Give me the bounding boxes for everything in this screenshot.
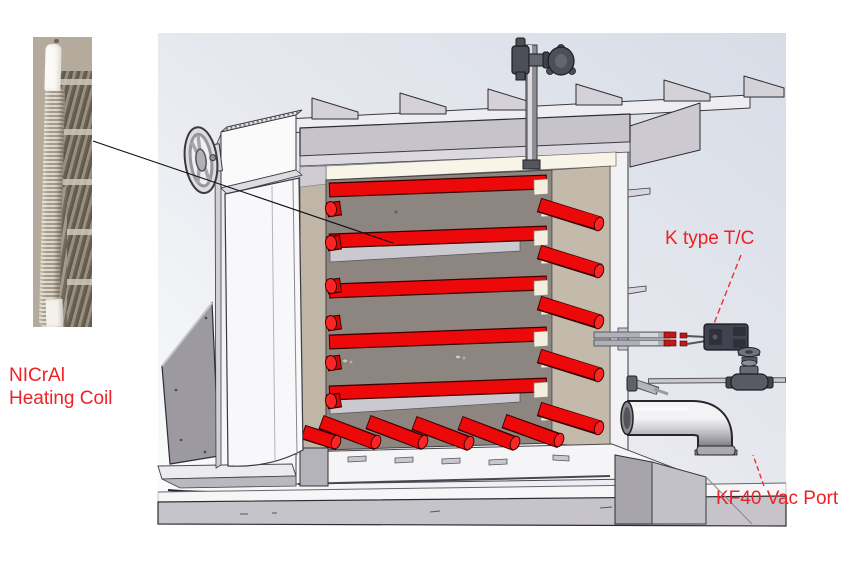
bottom-heater-rods — [300, 413, 565, 452]
furnace-base — [157, 443, 787, 527]
thermocouple-assembly — [593, 323, 787, 396]
left-rod-stubs — [324, 200, 343, 410]
kf40-flange — [696, 445, 736, 456]
chamber-left-wall — [299, 165, 327, 451]
door-handwheel — [183, 126, 223, 194]
top-rail-assembly — [285, 75, 785, 473]
top-feedthrough — [511, 37, 576, 170]
top-valve — [511, 37, 576, 81]
hinge-block — [299, 447, 329, 487]
vacuum-elbow — [620, 400, 738, 456]
tc-probe-sheath — [593, 331, 671, 339]
tc-connector — [703, 323, 749, 351]
long-heater-rods — [328, 174, 548, 401]
leader-thermocouple — [712, 254, 742, 327]
label-k-type-tc: K type T/C — [665, 228, 755, 249]
ceramic-insulator — [44, 43, 62, 92]
leader-vacuum-port — [752, 454, 765, 487]
heating-coil-photo — [33, 37, 92, 327]
label-nicral-heating-coil: NICrAl Heating Coil — [9, 365, 113, 409]
heater-rods — [324, 174, 605, 436]
ceramic-insulator — [45, 298, 64, 327]
tc-probe-sheath — [593, 339, 671, 347]
right-heater-rods — [536, 197, 605, 436]
label-kf40-vac-port: KF40 Vac Port — [716, 488, 839, 509]
leader-heating-coil — [92, 140, 394, 244]
door-assembly — [161, 109, 304, 469]
photo-speck — [54, 39, 59, 43]
needle-valve — [725, 347, 774, 391]
leader-lines — [92, 140, 765, 487]
door-panel — [224, 177, 304, 467]
top-fins — [311, 75, 785, 120]
